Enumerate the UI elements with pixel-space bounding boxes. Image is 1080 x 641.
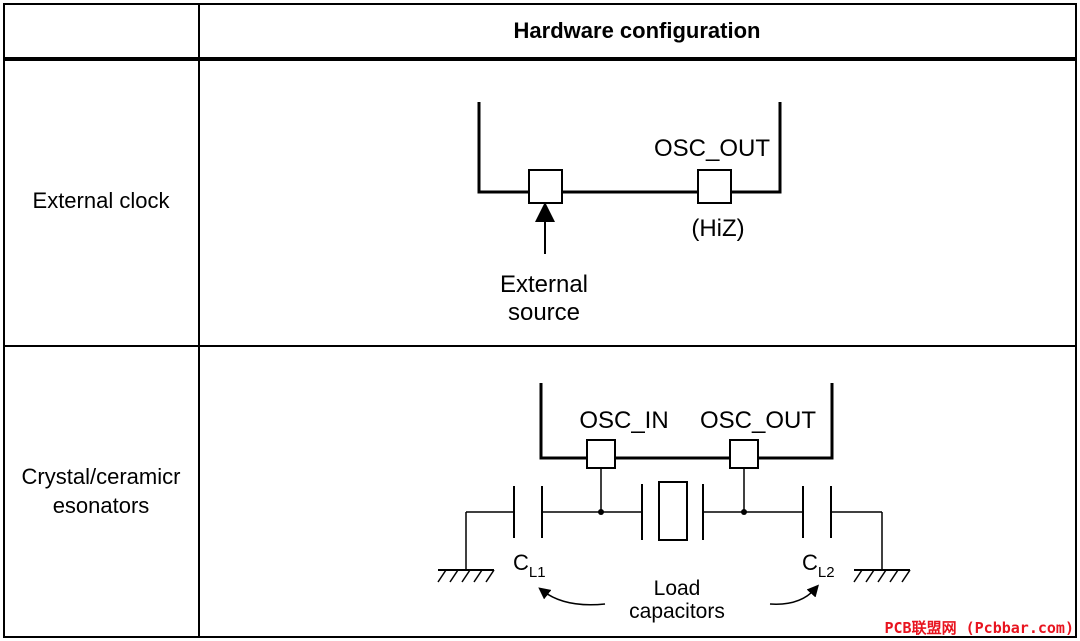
osc-out-label-ext: OSC_OUT (654, 135, 770, 162)
external-clock-diagram: OSC_OUT (HiZ) External source (477, 102, 782, 326)
row-label-crystal-line2: esonators (52, 493, 150, 518)
external-source-line1: External (500, 271, 588, 298)
cl2-label: CL2 (802, 550, 835, 581)
table-border-left (3, 3, 5, 638)
mcu-outline-ext (477, 102, 782, 194)
table-border-right (1075, 3, 1077, 638)
osc-in-pin-crystal (586, 439, 616, 469)
ground-right-icon (853, 512, 911, 583)
row-label-crystal-line1: Crystal/ceramicr (21, 464, 181, 489)
ground-left-icon (437, 512, 495, 583)
osc-out-pin-crystal (729, 439, 759, 469)
load-label-line1: Load (654, 577, 701, 600)
header-divider (3, 57, 1077, 61)
row-label-external-clock-text: External clock (32, 188, 170, 213)
crystal-diagram: OSC_IN OSC_OUT (437, 383, 911, 623)
column-header: Hardware configuration (513, 18, 761, 43)
mcu-outline-crystal (539, 383, 834, 460)
watermark-text: PCB联盟网 (Pcbbar.com) (884, 619, 1075, 637)
osc-out-pin-ext (697, 169, 732, 204)
row-divider (3, 345, 1077, 347)
arrow-to-cl1 (538, 587, 606, 606)
osc-in-label: OSC_IN (579, 407, 668, 434)
osc-in-pin-ext (528, 169, 563, 204)
arrow-to-cl2 (769, 584, 819, 605)
table-border-top (3, 3, 1077, 5)
load-label-line2: capacitors (629, 600, 725, 623)
row-label-external-clock: External clock (5, 186, 197, 215)
cl1-label: CL1 (513, 550, 546, 581)
osc-out-label-crystal: OSC_OUT (700, 407, 816, 434)
cl1-label-main: C (513, 550, 529, 575)
column-divider (198, 3, 200, 638)
external-source-line2: source (508, 299, 580, 326)
cl1-label-sub: L1 (529, 564, 546, 581)
crystal-body (658, 481, 688, 541)
cl2-label-main: C (802, 550, 818, 575)
hiz-label: (HiZ) (691, 215, 744, 242)
cl2-label-sub: L2 (818, 564, 835, 581)
table-border-bottom (3, 636, 1077, 638)
row-label-crystal: Crystal/ceramicr esonators (5, 462, 197, 520)
